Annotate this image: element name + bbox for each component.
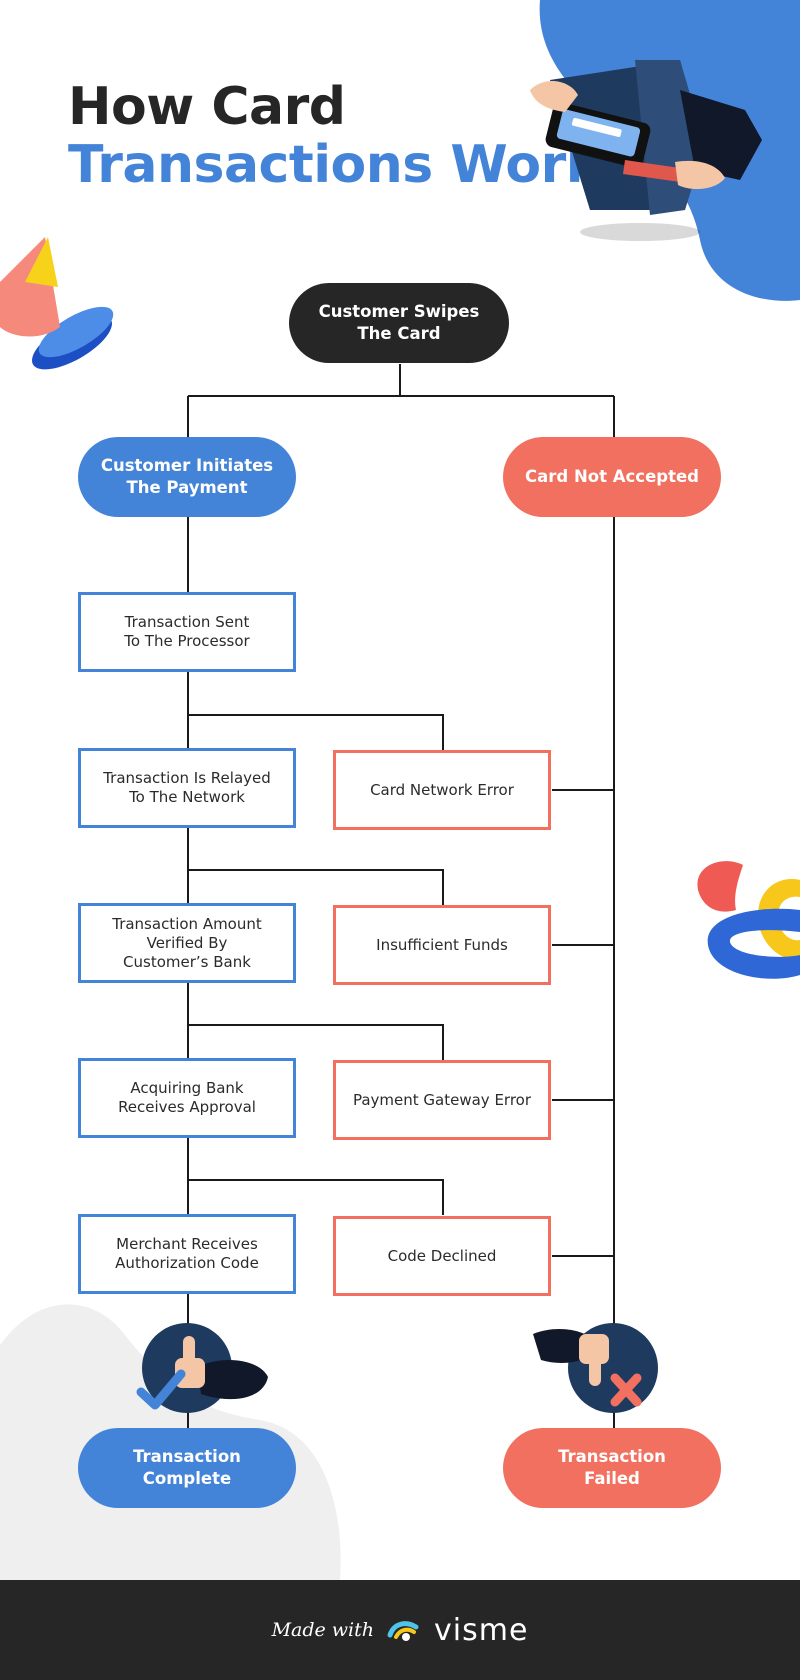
connector-step-branches bbox=[188, 714, 444, 1215]
transaction-complete-node: Transaction Complete bbox=[78, 1428, 296, 1508]
connector-start-split bbox=[187, 364, 615, 437]
brand-name: visme bbox=[434, 1612, 529, 1648]
connector-error-returns bbox=[552, 789, 614, 1257]
error-node: Payment Gateway Error bbox=[333, 1060, 551, 1140]
visme-logo-icon bbox=[387, 1621, 419, 1641]
error-node: Code Declined bbox=[333, 1216, 551, 1296]
title-line-2: Transactions Work bbox=[68, 135, 600, 195]
footer: Made with visme bbox=[0, 1580, 800, 1680]
transaction-failed-node: Transaction Failed bbox=[503, 1428, 721, 1508]
customer-initiates-node: Customer Initiates The Payment bbox=[78, 437, 296, 517]
made-with-label: Made with bbox=[271, 1619, 375, 1641]
step-node: Acquiring Bank Receives Approval bbox=[78, 1058, 296, 1138]
thumbs-down-icon bbox=[533, 1323, 658, 1413]
thumbs-up-icon bbox=[136, 1323, 268, 1413]
step-node: Transaction Sent To The Processor bbox=[78, 592, 296, 672]
step-node: Transaction Amount Verified By Customer’… bbox=[78, 903, 296, 983]
title-line-1: How Card bbox=[68, 77, 346, 137]
card-not-accepted-node: Card Not Accepted bbox=[503, 437, 721, 517]
error-node: Card Network Error bbox=[333, 750, 551, 830]
error-node: Insufficient Funds bbox=[333, 905, 551, 985]
step-node: Transaction Is Relayed To The Network bbox=[78, 748, 296, 828]
page-title: How Card Transactions Work bbox=[68, 78, 600, 194]
card-terminal-icon bbox=[530, 60, 762, 241]
step-node: Merchant Receives Authorization Code bbox=[78, 1214, 296, 1294]
start-node: Customer Swipes The Card bbox=[289, 283, 509, 363]
cone-shapes-decor bbox=[0, 237, 114, 370]
ring-shapes-decor bbox=[697, 861, 800, 979]
